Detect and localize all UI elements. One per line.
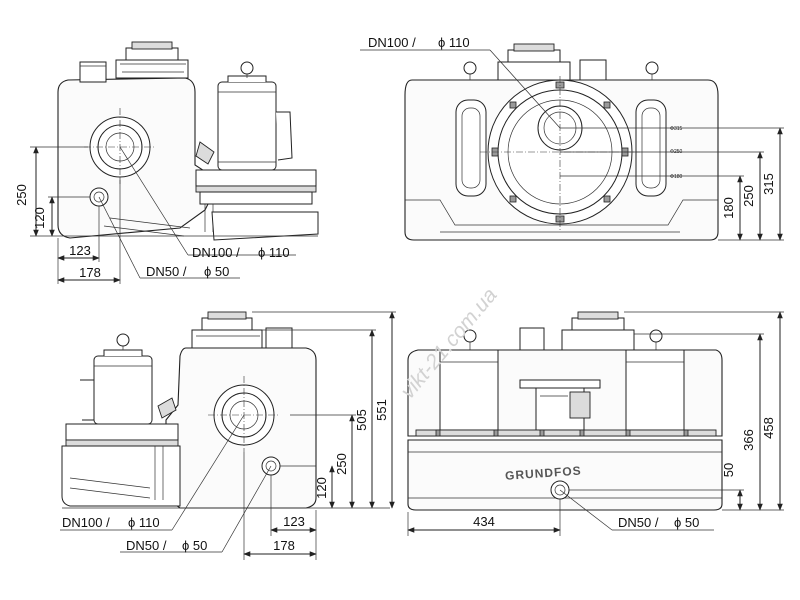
view-bottom-right: GRUNDFOS 50 366 458 434 DN50 / ϕ 50 <box>407 311 784 536</box>
dim-50-right-bottom: 50 <box>721 463 736 477</box>
view-top-left: 250 120 123 178 DN100 / ϕ 110 DN50 / ϕ 5… <box>14 41 319 284</box>
view-top-right: Φ315 Φ250 Φ180 180 250 315 DN100 / ϕ 110 <box>360 35 784 241</box>
callout-dn50-left-bottom: DN50 / <box>126 538 167 553</box>
callout-phi50-left-bottom: ϕ 50 <box>182 538 207 553</box>
mark-phi315: Φ315 <box>670 126 683 132</box>
view-bottom-left: 120 250 505 551 123 178 DN100 / ϕ 110 DN… <box>60 311 396 560</box>
dim-178-left-bottom: 178 <box>273 538 295 553</box>
brand-label: GRUNDFOS <box>505 464 582 483</box>
callout-dn50-left-top: DN50 / <box>146 264 187 279</box>
dim-315-right-top: 315 <box>761 173 776 195</box>
dim-250-left-top: 250 <box>14 184 29 206</box>
callout-dn100-left-bottom: DN100 / <box>62 515 110 530</box>
dim-120-left-bottom: 120 <box>314 477 329 499</box>
callout-phi110-left-bottom: ϕ 110 <box>128 515 160 530</box>
callout-dn50-right-bottom: DN50 / <box>618 515 659 530</box>
callout-phi110-left-top: ϕ 110 <box>258 245 290 260</box>
dim-123-left-bottom: 123 <box>283 514 305 529</box>
callout-phi110-right-top: ϕ 110 <box>438 35 470 50</box>
dim-505-left-bottom: 505 <box>354 409 369 431</box>
dim-123-left-top: 123 <box>69 243 91 258</box>
dim-178-left-top: 178 <box>79 265 101 280</box>
dim-250-right-top: 250 <box>741 185 756 207</box>
dim-551-left-bottom: 551 <box>374 399 389 421</box>
callout-phi50-right-bottom: ϕ 50 <box>674 515 699 530</box>
callout-dn100-right-top: DN100 / <box>368 35 416 50</box>
callout-dn100-left-top: DN100 / <box>192 245 240 260</box>
dim-180-right-top: 180 <box>721 197 736 219</box>
dim-434-right-bottom: 434 <box>473 514 495 529</box>
callout-phi50-left-top: ϕ 50 <box>204 264 229 279</box>
dim-120-left-top: 120 <box>32 207 47 229</box>
dim-366-right-bottom: 366 <box>741 429 756 451</box>
dim-250-left-bottom: 250 <box>334 453 349 475</box>
mark-phi180: Φ180 <box>670 174 683 180</box>
dim-458-right-bottom: 458 <box>761 417 776 439</box>
